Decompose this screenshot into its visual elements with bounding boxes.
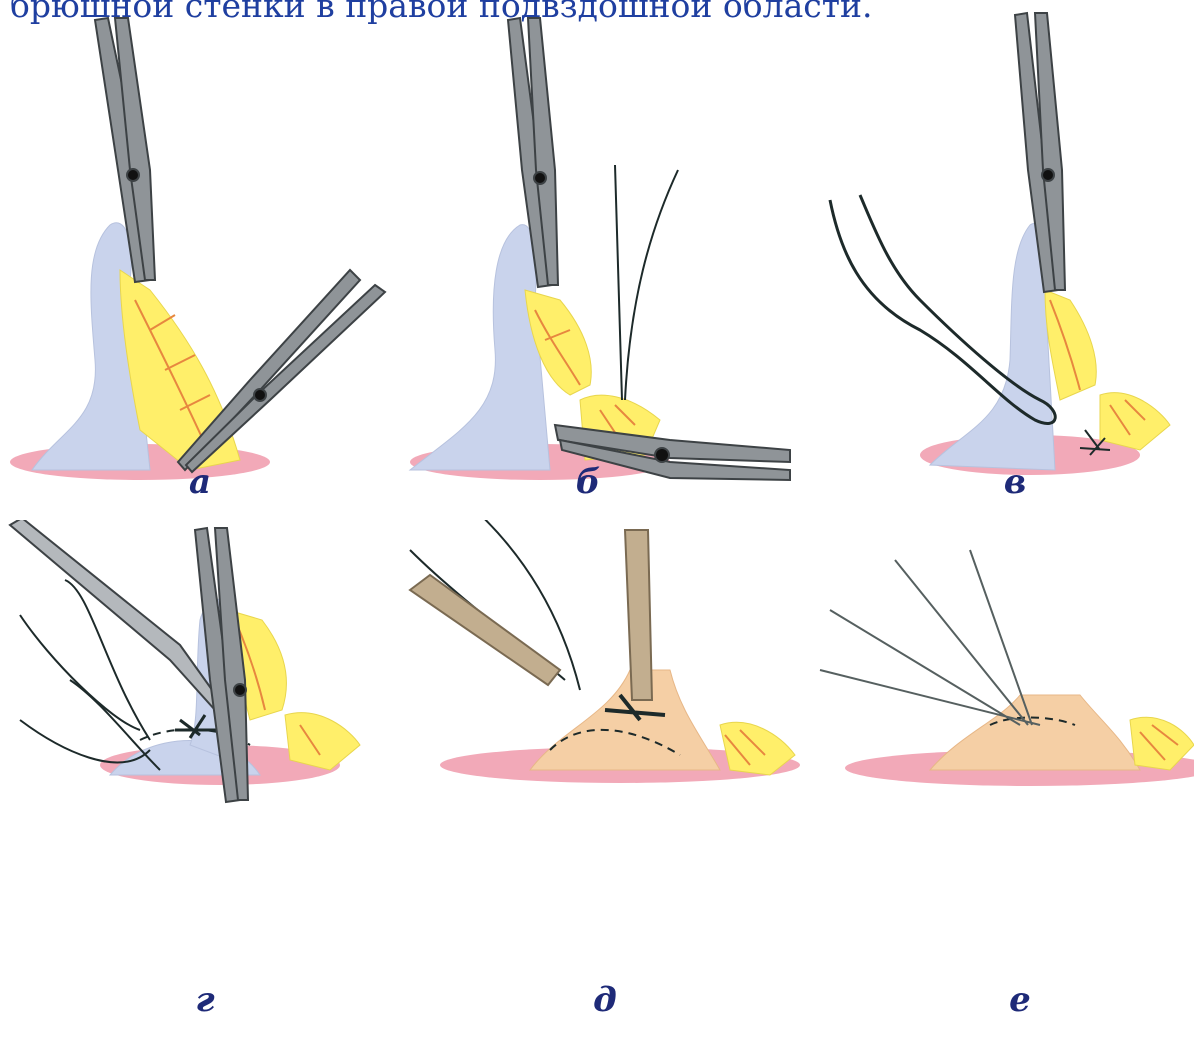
panel-v <box>800 0 1194 520</box>
panel-d-illustration <box>400 520 800 1039</box>
panel-e-illustration <box>800 520 1194 1039</box>
panel-g <box>0 520 400 1039</box>
forceps-diagonal <box>410 575 560 685</box>
panel-a-illustration <box>0 0 400 520</box>
appendix-stump <box>530 670 720 770</box>
panel-v-illustration <box>800 0 1194 520</box>
panel-b-illustration <box>400 0 800 520</box>
ligature-thread <box>615 165 678 400</box>
panel-g-illustration <box>0 520 400 1039</box>
panel-v-label: в <box>975 462 1055 502</box>
panel-g-label: г <box>165 980 245 1020</box>
suture-threads <box>820 550 1040 725</box>
panel-b-label: б <box>548 462 628 502</box>
panel-d-label: д <box>565 980 645 1020</box>
panel-e-label: е <box>980 980 1060 1020</box>
panel-e <box>800 520 1194 1039</box>
panel-a <box>0 0 400 520</box>
appendix <box>410 225 550 470</box>
appendix <box>930 223 1055 470</box>
panel-d <box>400 520 800 1039</box>
panel-a-label: а <box>160 462 240 502</box>
clamp-diagonal <box>178 270 385 472</box>
panel-b <box>400 0 800 520</box>
mesentery-lower <box>285 713 360 770</box>
mesentery-lower <box>1100 393 1170 450</box>
